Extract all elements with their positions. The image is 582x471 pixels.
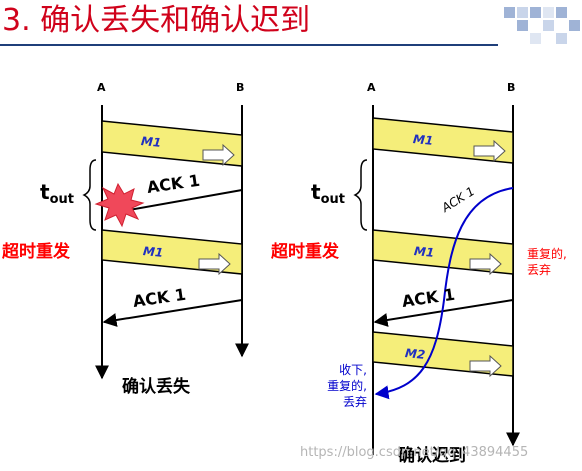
right-frame-m2-arrow-icon <box>469 354 502 378</box>
right-received-note-line1: 收下, <box>339 363 367 377</box>
left-frame-m1-retransmit-arrow-icon <box>198 252 231 276</box>
right-timeout-brace <box>353 159 368 231</box>
right-duplicate-note: 重复的, 丢弃 <box>527 246 567 278</box>
explosion-icon <box>94 182 145 228</box>
right-duplicate-note-line1: 重复的, <box>527 247 567 261</box>
right-frame-m1-retransmit-arrow-icon <box>469 252 502 276</box>
right-frame-m1-retransmit-label: M1 <box>413 244 435 260</box>
title-underline <box>0 44 498 46</box>
right-ack-late-curve <box>374 187 514 400</box>
right-received-note: 收下, 重复的, 丢弃 <box>305 362 367 410</box>
page-title: 3. 确认丢失和确认迟到 <box>2 3 311 38</box>
right-duplicate-note-line2: 丢弃 <box>527 263 552 277</box>
left-endpoint-b: B <box>236 81 245 94</box>
right-frame-m1-arrow-icon <box>473 139 506 163</box>
watermark: https://blog.csdn.net/qq_43894455 <box>300 445 529 460</box>
left-frame-m1-label: M1 <box>140 134 162 150</box>
right-frame-m1-label: M1 <box>412 132 434 148</box>
right-ack-second-line <box>373 299 514 327</box>
left-endpoint-a: A <box>97 81 106 94</box>
left-retransmit-label: 超时重发 <box>2 242 70 262</box>
left-frame-m1-arrow-icon <box>202 143 235 167</box>
right-received-note-line2: 重复的, <box>327 379 367 393</box>
left-ack-lost-line <box>117 189 243 213</box>
left-ack-second-line <box>102 299 243 327</box>
left-diagram <box>82 105 249 380</box>
decorative-squares <box>498 3 582 49</box>
left-timeout-label: tout <box>40 180 74 207</box>
right-endpoint-b: B <box>507 81 516 94</box>
left-frame-m1-retransmit-label: M1 <box>142 244 164 260</box>
right-endpoint-a: A <box>367 81 376 94</box>
right-timeout-label: tout <box>311 180 345 207</box>
left-timeout-brace <box>82 159 97 231</box>
right-caption: 确认迟到 <box>398 446 466 466</box>
right-received-note-line3: 丢弃 <box>342 395 367 409</box>
left-caption: 确认丢失 <box>122 377 190 397</box>
right-diagram <box>353 105 520 455</box>
right-retransmit-label: 超时重发 <box>271 242 339 262</box>
right-frame-m2-label: M2 <box>404 346 426 362</box>
